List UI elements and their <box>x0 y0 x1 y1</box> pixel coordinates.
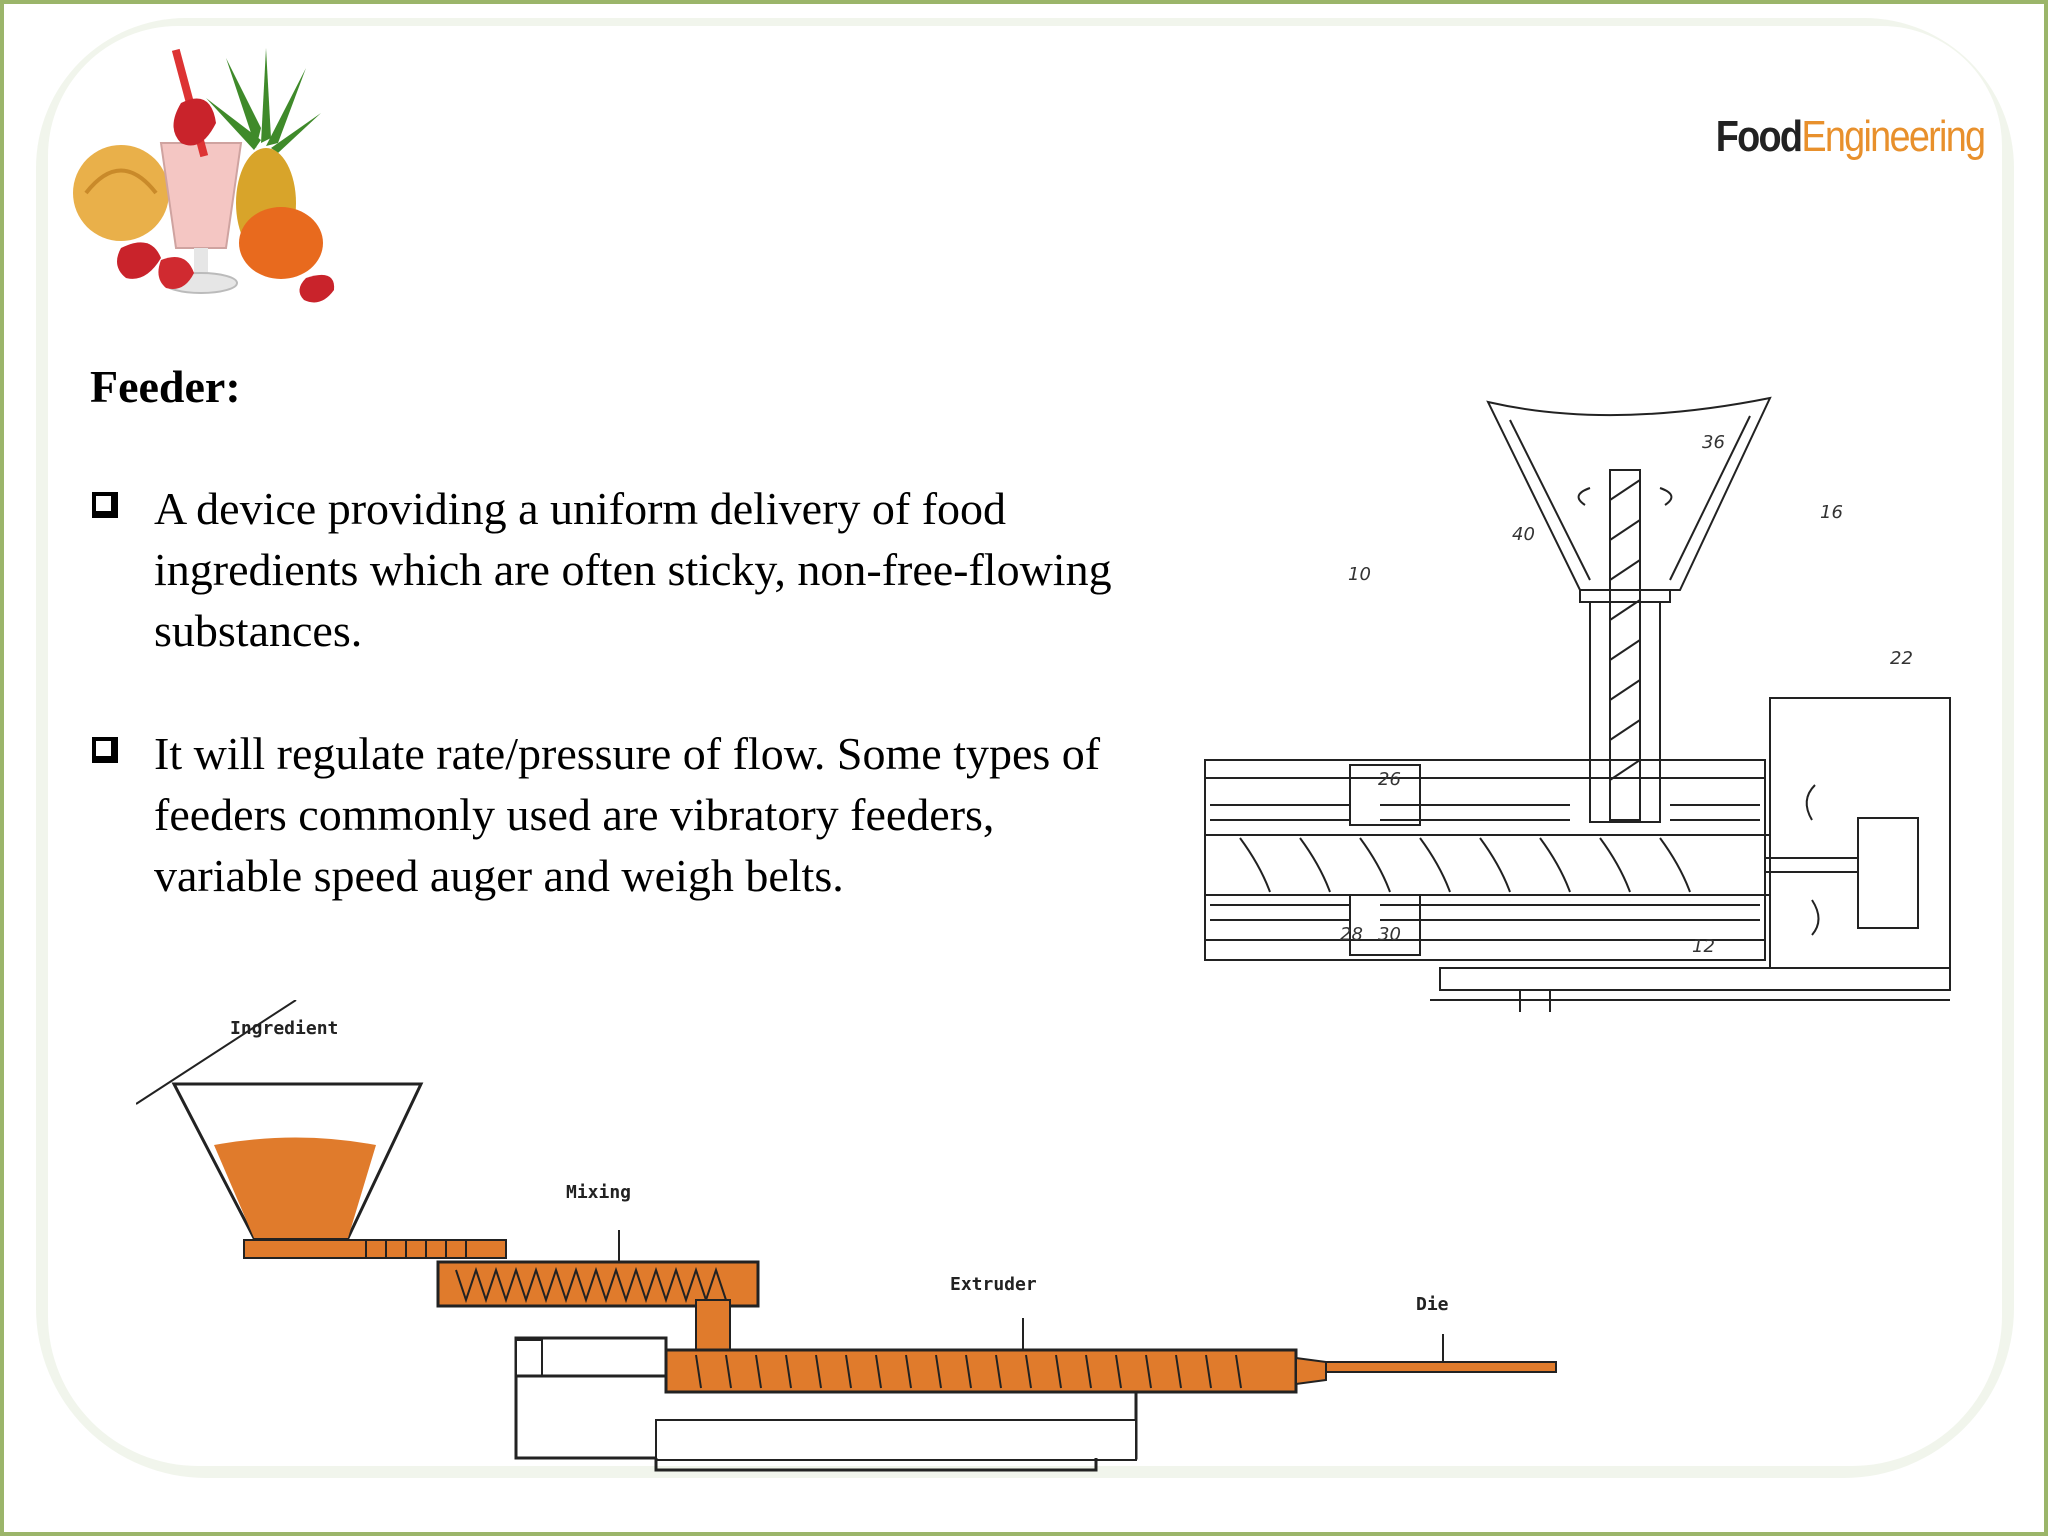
bullet-text: A device providing a uniform delivery of… <box>154 483 1112 656</box>
ref-12: 12 <box>1692 936 1715 957</box>
checkbox-bullet-icon <box>92 492 118 518</box>
slide-panel-inner <box>48 26 2002 1466</box>
extruder-schematic: Ingredient Mixing Extruder Die <box>136 1000 1557 1472</box>
ref-22: 22 <box>1890 648 1913 669</box>
label-die: Die <box>1416 1294 1449 1315</box>
ref-16: 16 <box>1820 502 1843 523</box>
slide-title: Feeder: <box>90 361 241 412</box>
label-extruder: Extruder <box>950 1274 1037 1295</box>
checkbox-bullet-icon <box>92 737 118 763</box>
label-mixing: Mixing <box>566 1182 631 1203</box>
patent-reference-numbers: 36 40 16 10 22 26 28 30 12 <box>1340 432 1913 957</box>
ref-26: 26 <box>1378 769 1401 790</box>
ref-10: 10 <box>1348 564 1371 585</box>
label-ingredient: Ingredient <box>230 1018 338 1039</box>
ref-40: 40 <box>1512 524 1535 545</box>
food-engineering-logo: FoodEngineering <box>1715 112 1985 161</box>
ref-28: 28 <box>1340 924 1363 945</box>
bullet-list: A device providing a uniform delivery of… <box>90 478 1130 968</box>
feeder-patent-diagram: 36 40 16 10 22 26 28 30 12 <box>1204 396 1951 1012</box>
ref-36: 36 <box>1702 432 1725 453</box>
bullet-item: A device providing a uniform delivery of… <box>90 478 1130 661</box>
fruit-smoothie-image <box>73 48 335 303</box>
bullet-text: It will regulate rate/pressure of flow. … <box>154 728 1101 901</box>
ref-30: 30 <box>1378 924 1401 945</box>
bullet-item: It will regulate rate/pressure of flow. … <box>90 723 1130 906</box>
